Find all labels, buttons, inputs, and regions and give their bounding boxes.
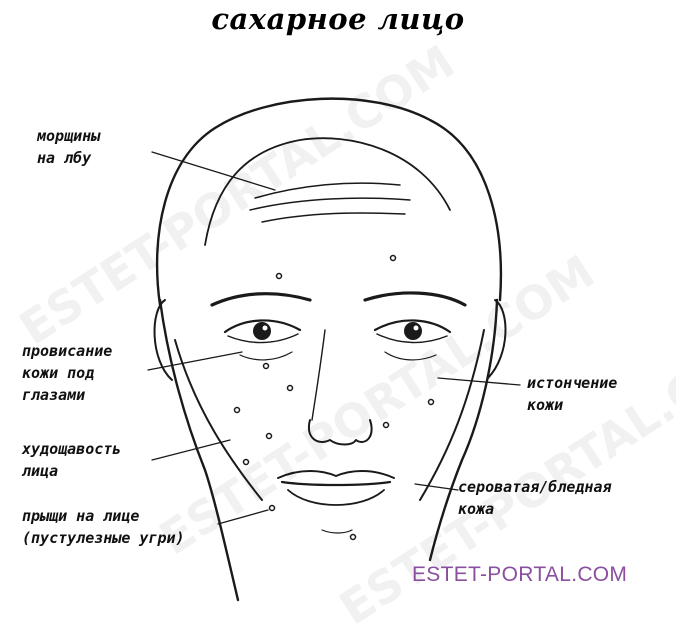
pimple-icon [389, 254, 397, 262]
pimple-icon [268, 504, 276, 512]
pimple-icon [242, 458, 250, 466]
eye-left-upper [223, 319, 302, 334]
diagram-title: сахарное лицо [211, 2, 465, 36]
wrinkle-3 [261, 212, 406, 223]
hairline [204, 137, 451, 246]
pointer-skin-thinning [437, 377, 521, 386]
face-contour-right [428, 298, 499, 562]
eyebrow-right [363, 291, 467, 307]
label-under-eye-sagging: провисание кожи под глазами [22, 342, 113, 404]
eye-left-lower [227, 333, 299, 344]
label-facial-pimples: прыщи на лице (пустулезные угри) [22, 507, 185, 547]
lip-line [280, 480, 392, 487]
hair-outline [155, 97, 503, 307]
lip-bottom [287, 489, 385, 506]
pimple-icon [275, 272, 283, 280]
ear-right [487, 299, 507, 379]
cheek-contour-left [174, 339, 263, 501]
pimple-icon [349, 533, 357, 541]
label-skin-thinning: истончение кожи [527, 374, 618, 414]
pointer-pimples [217, 509, 269, 525]
pimple-icon [233, 406, 241, 414]
nose-bridge [311, 329, 326, 421]
under-eye-right [384, 351, 437, 361]
pimple-icon [265, 432, 273, 440]
face-diagram: ESTET-PORTAL.COM ESTET-PORTAL.COM ESTET-… [10, 2, 676, 635]
pimple-icon [286, 384, 294, 392]
chin-line [321, 529, 353, 534]
pupil-right-highlight [413, 325, 419, 331]
label-forehead-wrinkles: морщины на лбу [37, 127, 101, 167]
cheek-contour-right [419, 329, 485, 501]
pupil-right [404, 322, 422, 340]
pupil-left-highlight [262, 325, 268, 331]
label-face-thinness: худощавость лица [22, 440, 122, 480]
site-name: ESTET-PORTAL.COM [412, 563, 628, 586]
pimple-icon [262, 362, 270, 370]
pimple-icon [427, 398, 435, 406]
label-gray-pale-skin: сероватая/бледная кожа [458, 478, 612, 518]
face-illustration [147, 97, 521, 602]
pointer-thinness [151, 439, 231, 461]
eyebrow-left [210, 292, 312, 307]
pointer-under-eye [147, 351, 243, 371]
lip-top [277, 470, 395, 479]
pimple-icon [382, 421, 390, 429]
under-eye-left [239, 351, 293, 361]
face-contour-left [158, 298, 240, 602]
eye-right-lower [376, 333, 448, 344]
eye-right-upper [373, 319, 452, 334]
pointer-gray-skin [414, 483, 459, 491]
wrinkle-2 [249, 197, 411, 211]
nose-tip [307, 419, 373, 446]
ear-left [153, 299, 173, 381]
wrinkle-1 [254, 182, 401, 199]
pupil-left [253, 322, 271, 340]
pointer-forehead [151, 151, 276, 191]
